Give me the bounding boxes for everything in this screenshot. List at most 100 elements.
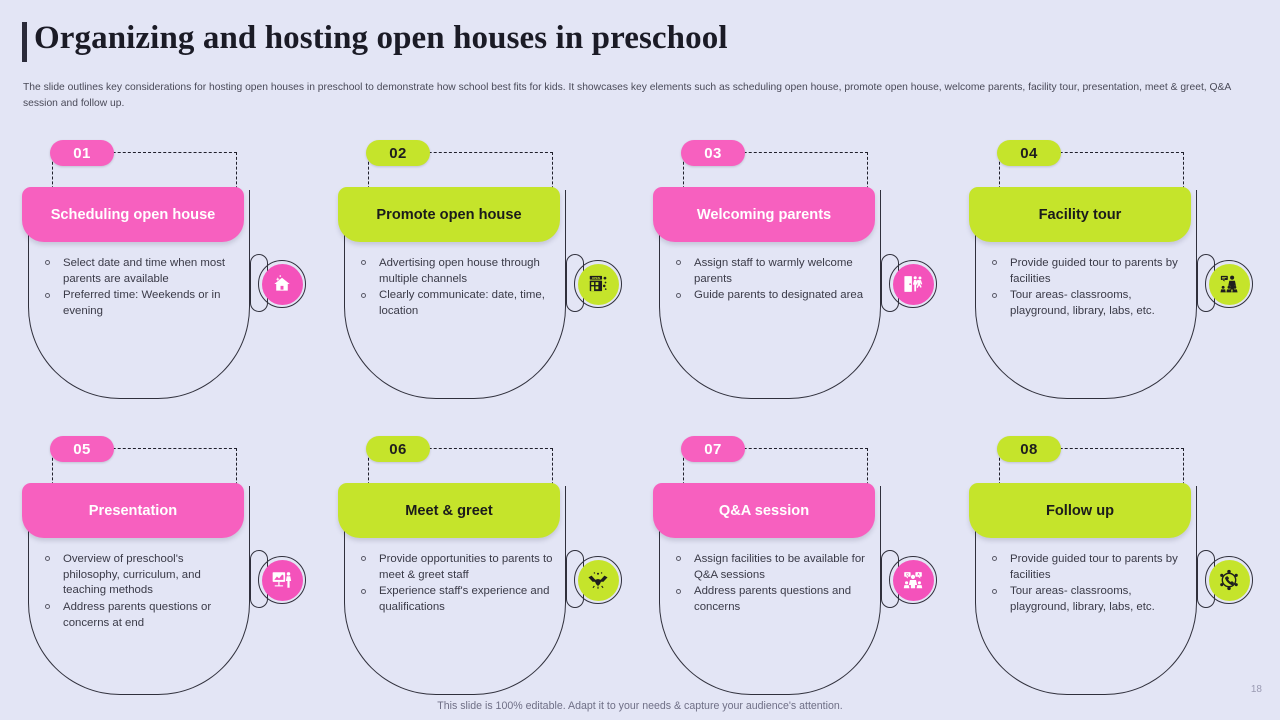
card-bullet-text: Advertising open house through multiple … [379,257,540,285]
card-body-outline [659,486,881,695]
card-bullet-text: Guide parents to designated area [694,289,864,302]
icon-outline-ring [889,556,937,604]
dashed-connector [999,152,1184,199]
presentation-board-icon[interactable] [261,559,303,601]
dashed-connector [368,152,553,199]
card-title: Promote open house [338,187,560,242]
door-welcome-people-icon[interactable] [892,263,934,305]
step-number-badge: 04 [997,140,1061,166]
open-shop-sign-icon[interactable]: OPEN [577,263,619,305]
footer-note: This slide is 100% editable. Adapt it to… [437,700,843,712]
card-bullet: Experience staff's experience and qualif… [358,584,554,615]
icon-outline-ring [574,260,622,308]
card-bullet-text: Experience staff's experience and qualif… [379,585,550,614]
card-bullet-text: Tour areas- classrooms, playground, libr… [1010,289,1155,318]
title-accent-bar [22,22,27,62]
card-bullet-list: Advertising open house through multiple … [358,256,554,321]
page-number: 18 [1250,684,1262,695]
step-number-badge: 01 [50,140,114,166]
handshake-icon[interactable] [577,559,619,601]
icon-outline-ring [889,260,937,308]
card-bullet: Provide guided tour to parents by facili… [989,256,1185,287]
svg-text:Q: Q [906,573,909,577]
step-card-06[interactable]: 06 Meet & greet Provide opportunities to… [338,436,622,701]
card-bullet: Preferred time: Weekends or in evening [42,288,238,319]
card-bullet-list: Assign staff to warmly welcome parents G… [673,256,869,305]
card-body-outline [344,190,566,399]
step-card-03[interactable]: 03 Welcoming parents Assign staff to war… [653,140,937,405]
card-bullet: Clearly communicate: date, time, locatio… [358,288,554,319]
dashed-connector [683,152,868,199]
bullet-marker-icon [992,292,997,298]
card-bullet: Guide parents to designated area [673,288,869,304]
step-number-badge: 06 [366,436,430,462]
card-bullet-text: Assign facilities to be available for Q&… [694,553,865,581]
card-bullet: Overview of preschool's philosophy, curr… [42,552,238,599]
step-number-badge: 07 [681,436,745,462]
presenter-with-audience-icon[interactable] [1208,263,1250,305]
card-body-outline [28,190,250,399]
step-card-07[interactable]: 07 Q&A session Assign facilities to be a… [653,436,937,701]
card-title: Welcoming parents [653,187,875,242]
dashed-connector [683,448,868,495]
step-card-05[interactable]: 05 Presentation Overview of preschool's … [22,436,306,701]
bullet-marker-icon [676,292,681,298]
card-bullet: Address parents questions and concerns [673,584,869,615]
card-bullet: Provide opportunities to parents to meet… [358,552,554,583]
bullet-marker-icon [676,556,681,562]
step-number-badge: 08 [997,436,1061,462]
card-bullet-text: Address parents questions and concerns [694,585,852,614]
card-bullet-text: Assign staff to warmly welcome parents [694,257,853,285]
card-bullet-text: Select date and time when most parents a… [63,257,226,285]
bullet-marker-icon [45,556,50,562]
card-bullet: Select date and time when most parents a… [42,256,238,287]
step-card-01[interactable]: 01 Scheduling open house Select date and… [22,140,306,405]
step-card-02[interactable]: 02 Promote open house Advertising open h… [338,140,622,405]
card-body-outline [344,486,566,695]
question-answer-person-icon[interactable]: Q A [892,559,934,601]
bullet-marker-icon [992,588,997,594]
card-title: Meet & greet [338,483,560,538]
card-bullet-text: Provide opportunities to parents to meet… [379,553,553,581]
dashed-connector [368,448,553,495]
step-card-08[interactable]: 08 Follow up Provide guided tour to pare… [969,436,1253,701]
card-bullet: Provide guided tour to parents by facili… [989,552,1185,583]
bullet-marker-icon [676,260,681,266]
card-bullet-text: Address parents questions or concerns at… [63,601,212,629]
card-bullet: Assign facilities to be available for Q&… [673,552,869,583]
card-bullet-text: Provide guided tour to parents by facili… [1010,553,1178,581]
card-bullet-text: Tour areas- classrooms, playground, libr… [1010,585,1155,614]
card-title: Facility tour [969,187,1191,242]
card-title: Q&A session [653,483,875,538]
step-number-badge: 02 [366,140,430,166]
card-bullet-list: Select date and time when most parents a… [42,256,238,321]
bullet-marker-icon [361,588,366,594]
phone-network-icon[interactable] [1208,559,1250,601]
icon-outline-ring [574,556,622,604]
card-bullet-text: Provide guided tour to parents by facili… [1010,257,1178,285]
bullet-marker-icon [45,604,50,610]
card-bullet: Advertising open house through multiple … [358,256,554,287]
bullet-marker-icon [361,260,366,266]
page-subtitle: The slide outlines key considerations fo… [23,82,1231,109]
card-body-outline [659,190,881,399]
house-sparkle-icon[interactable] [261,263,303,305]
card-bullet-list: Assign facilities to be available for Q&… [673,552,869,617]
svg-text:OPEN: OPEN [592,276,600,280]
card-body-outline [975,190,1197,399]
card-bullet: Tour areas- classrooms, playground, libr… [989,288,1185,319]
dashed-connector [999,448,1184,495]
bullet-marker-icon [676,588,681,594]
bullet-marker-icon [992,556,997,562]
bullet-marker-icon [45,292,50,298]
step-card-04[interactable]: 04 Facility tour Provide guided tour to … [969,140,1253,405]
card-title: Scheduling open house [22,187,244,242]
svg-text:A: A [917,573,920,577]
card-bullet-text: Clearly communicate: date, time, locatio… [379,289,545,318]
card-bullet-text: Preferred time: Weekends or in evening [63,289,221,318]
card-body-outline [28,486,250,695]
card-bullet-list: Overview of preschool's philosophy, curr… [42,552,238,633]
card-title: Follow up [969,483,1191,538]
card-bullet-list: Provide guided tour to parents by facili… [989,256,1185,321]
